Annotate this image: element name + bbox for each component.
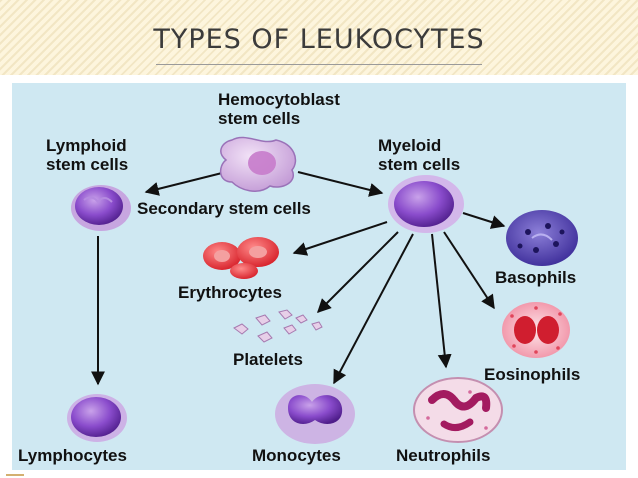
arrow-myeloid-to-platelets [317, 231, 399, 313]
arrow-hemo-to-myeloid [297, 171, 384, 197]
lymphoid-cell [71, 185, 131, 231]
erythrocytes-cells [203, 237, 279, 279]
arrow-myeloid-to-monocytes [333, 233, 414, 385]
title-underline [156, 64, 482, 65]
platelets-label: Platelets [233, 350, 303, 369]
arrow-myeloid-to-neutrophils [431, 233, 452, 369]
eosinophils-label: Eosinophils [484, 365, 581, 384]
lymphocytes-label: Lymphocytes [18, 446, 127, 465]
title-band [0, 0, 638, 75]
myeloid-label-line2: stem cells [378, 155, 461, 174]
arrow-myeloid-to-erythrocytes [292, 221, 388, 256]
erythrocytes-label: Erythrocytes [178, 283, 282, 302]
hemocytoblast-label-line1: Hemocytoblast [218, 90, 340, 109]
lymphoid-label-line1: Lymphoid [46, 136, 127, 155]
arrow-myeloid-to-eosinophils [443, 231, 495, 310]
myeloid-label-line1: Myeloid [378, 136, 442, 155]
neutrophils-cell [413, 377, 503, 443]
lymphoid-label: Lymphoid stem cells [46, 136, 128, 174]
arrow-myeloid-to-basophils [462, 212, 506, 229]
monocytes-cell [275, 384, 355, 444]
myeloid-label: Myeloid stem cells [378, 136, 460, 174]
hemocytoblast-cell [219, 136, 297, 192]
neutrophils-label: Neutrophils [396, 446, 491, 465]
monocytes-label: Monocytes [252, 446, 341, 465]
hemocytoblast-label: Hemocytoblast stem cells [218, 90, 340, 128]
myeloid-cell [388, 175, 464, 233]
basophils-cell [506, 210, 578, 266]
corner-decoration [6, 474, 24, 476]
platelets-cells [233, 309, 323, 343]
arrows [91, 171, 506, 386]
lymphocytes-cell [67, 394, 127, 442]
slide-title: TYPES OF LEUKOCYTES [153, 24, 485, 55]
arrow-hemo-to-lymphoid [144, 171, 227, 196]
eosinophils-cell [502, 302, 570, 358]
basophils-label: Basophils [495, 268, 577, 287]
hemocytoblast-label-line2: stem cells [218, 109, 301, 128]
lymphoid-label-line2: stem cells [46, 155, 129, 174]
secondary-stem-cells-label: Secondary stem cells [137, 199, 311, 218]
